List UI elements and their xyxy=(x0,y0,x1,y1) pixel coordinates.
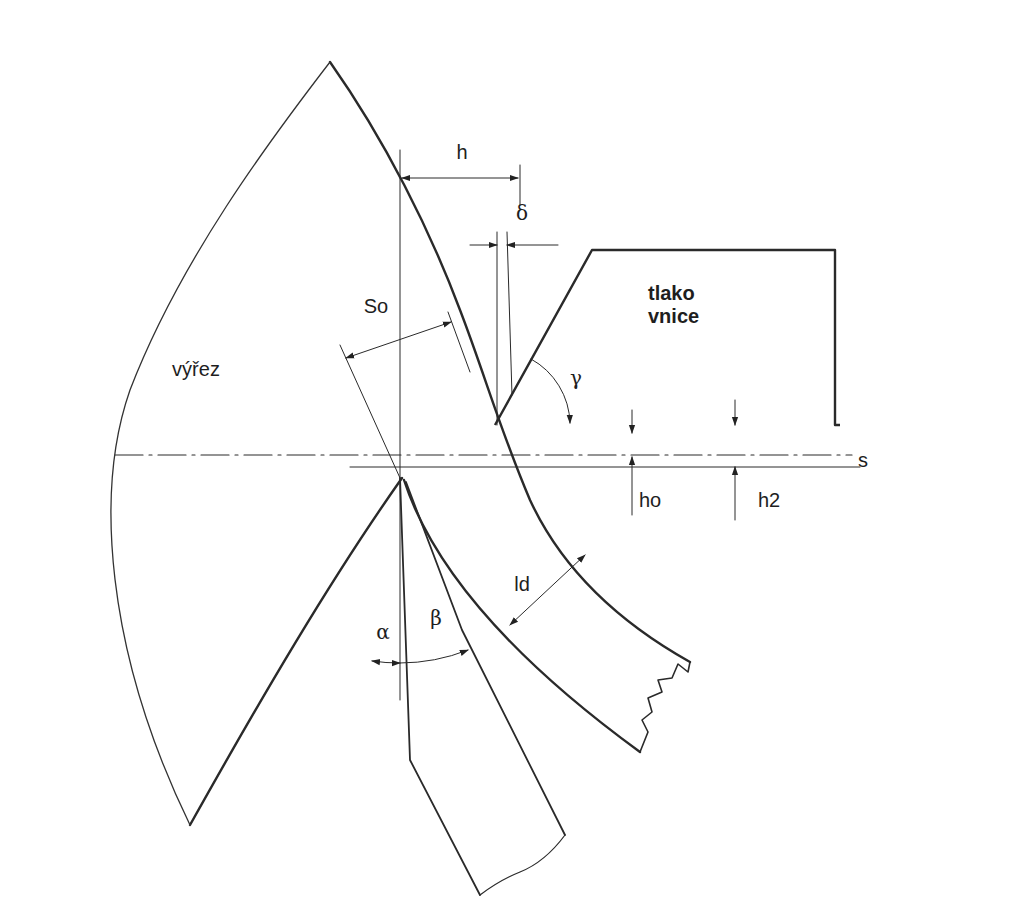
dimension-arrow xyxy=(632,410,633,433)
axis-line xyxy=(115,454,852,455)
knife-break xyxy=(480,835,565,895)
angle-arc xyxy=(531,359,570,423)
pressure-bar-outline xyxy=(490,245,845,430)
part-name: výřez xyxy=(172,358,220,381)
angle-symbol: δ xyxy=(516,202,528,224)
log-cutout-outline xyxy=(100,55,700,835)
dimension-line xyxy=(402,178,518,179)
dimension-label: h xyxy=(456,141,467,163)
knife-blade xyxy=(400,478,480,895)
log-outline xyxy=(111,62,330,825)
dimension-label: ld xyxy=(514,573,530,595)
dimension-label: So xyxy=(364,295,388,317)
angle-symbol: β xyxy=(430,607,442,629)
pressure-bar: tlako vnice xyxy=(490,245,845,430)
dimension-line xyxy=(507,245,558,246)
knife-back-curve xyxy=(190,478,402,825)
angle-symbol: γ xyxy=(570,367,582,389)
angle-arc xyxy=(372,661,400,663)
dimension-arrow xyxy=(735,400,736,425)
dimension-line xyxy=(510,555,585,625)
dimension-arrow xyxy=(632,457,633,515)
extension-line xyxy=(520,165,521,205)
part-name: tlako vnice xyxy=(648,282,718,328)
dimension-label: ho xyxy=(639,489,661,511)
veneer-inner-edge xyxy=(404,480,640,752)
knife-blade xyxy=(406,482,565,835)
dimension-arrow xyxy=(735,467,736,520)
extension-line xyxy=(507,232,512,395)
extension-line xyxy=(448,312,470,372)
log-cutout: výřez xyxy=(100,55,700,835)
extension-line xyxy=(497,232,498,425)
dimension-line xyxy=(470,245,497,246)
dimension-line xyxy=(346,322,451,358)
dimension-label: s xyxy=(858,449,868,471)
log-surface xyxy=(330,62,690,662)
reference-line xyxy=(350,467,860,468)
angle-symbol: α xyxy=(376,621,390,643)
dimension-label: h2 xyxy=(758,489,780,511)
pressure-bar-shape xyxy=(495,250,840,425)
reference-line xyxy=(400,150,401,700)
extension-line xyxy=(340,345,400,478)
veneer-torn-end xyxy=(640,662,690,752)
angle-arc xyxy=(400,650,468,663)
